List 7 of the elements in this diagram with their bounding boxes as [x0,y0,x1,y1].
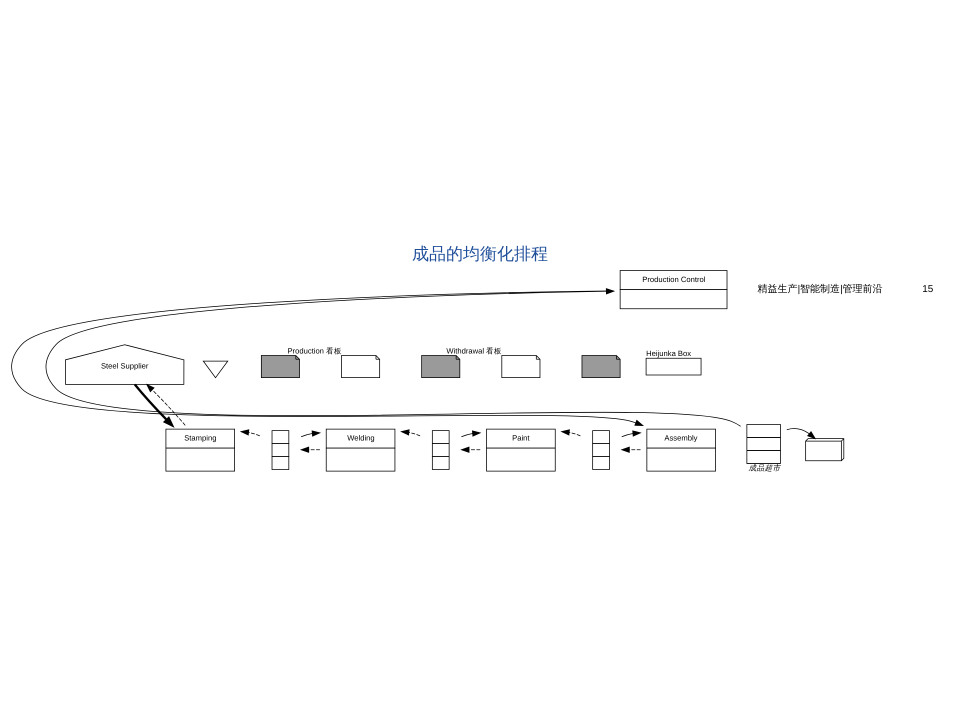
node-label: Heijunka Box [646,348,692,358]
node-label: Production 看板 [287,346,342,355]
diagram-title: 成品的均衡化排程 [412,244,548,264]
node-label: 成品超市 [748,462,780,472]
label: 精益生产|智能制造|管理前沿 [758,284,883,295]
label: 15 [922,284,934,295]
node-label: Withdrawal 看板 [446,346,502,355]
